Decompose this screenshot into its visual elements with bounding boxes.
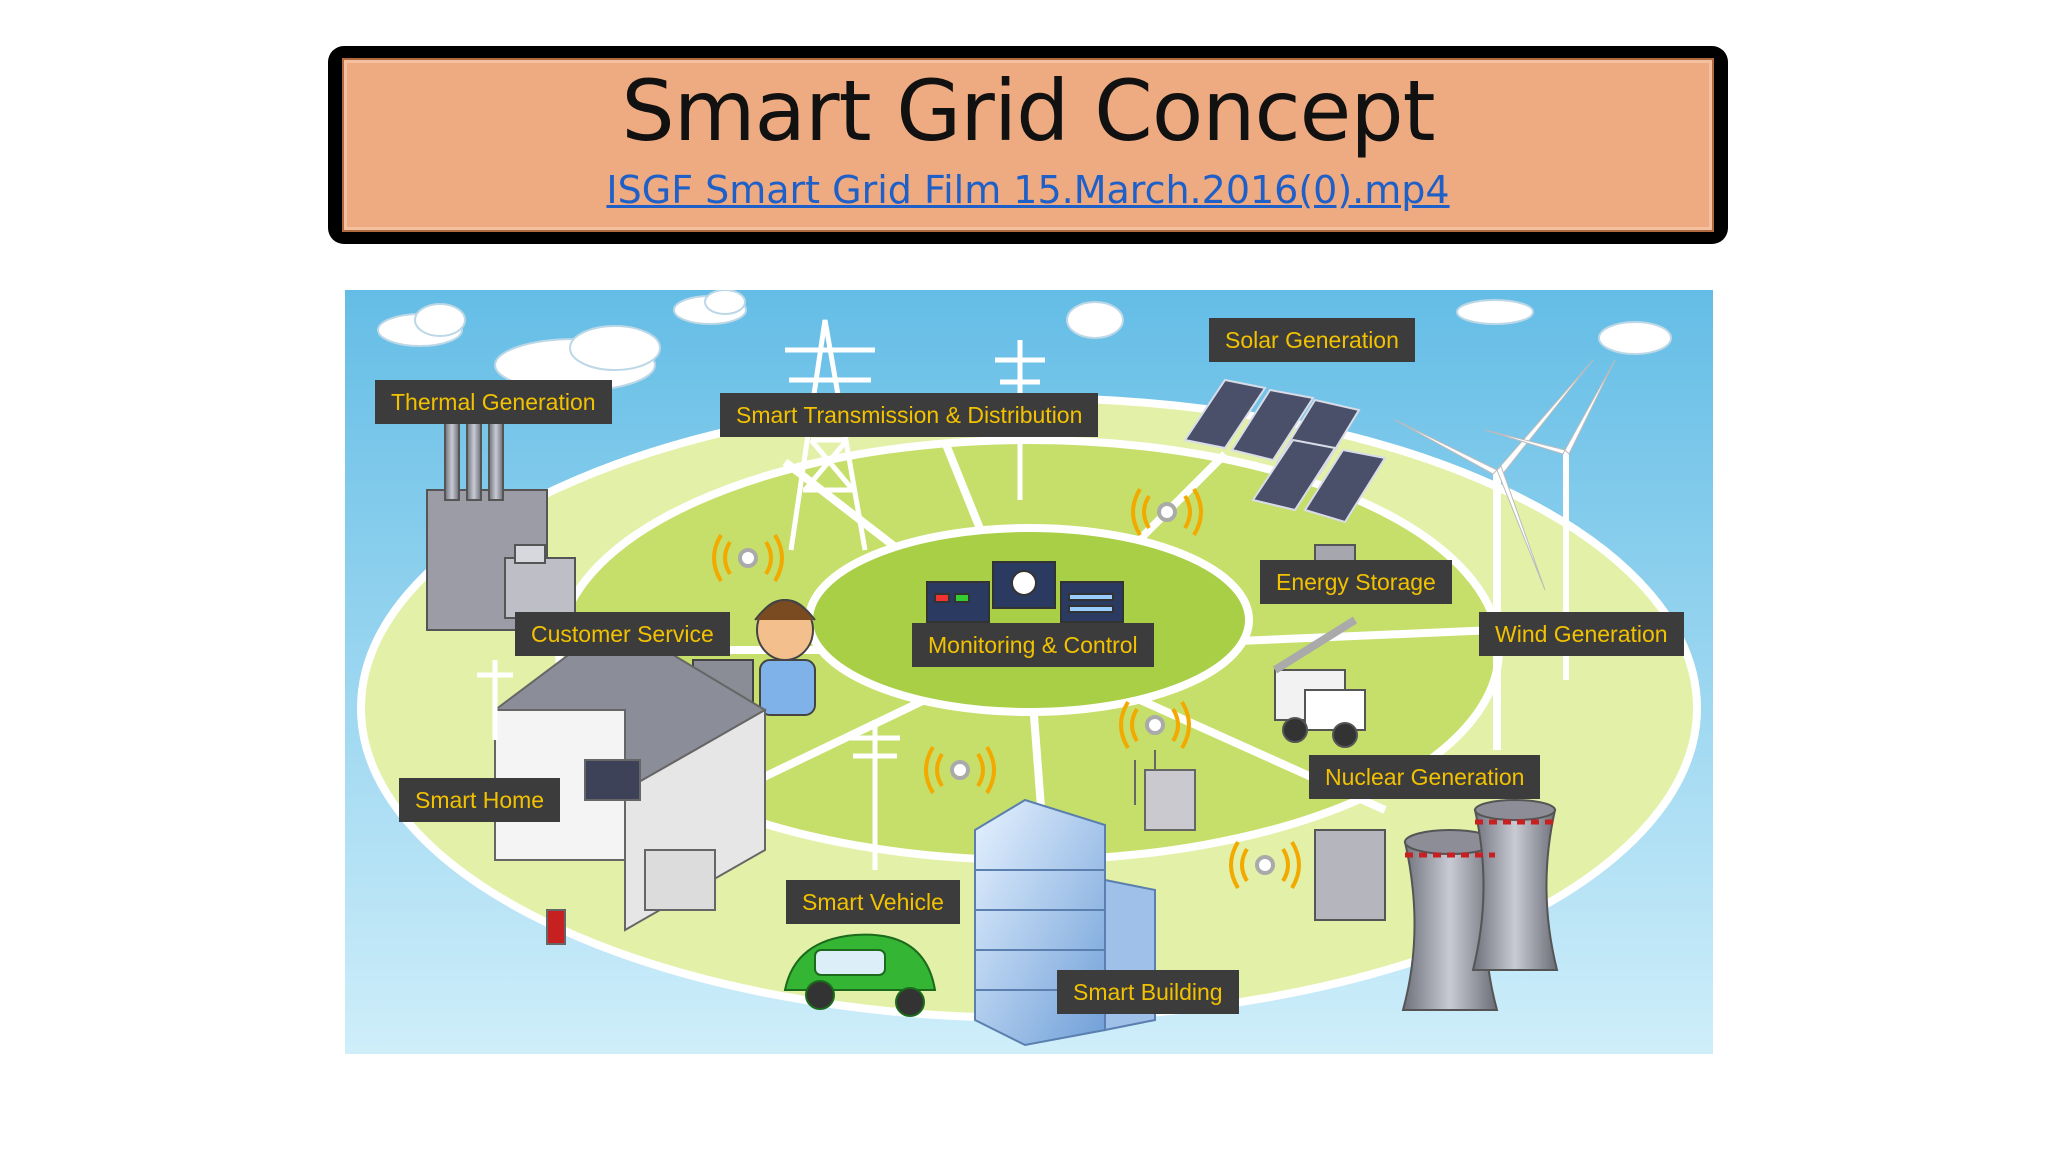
label-smart-building: Smart Building bbox=[1057, 970, 1239, 1014]
smart-grid-diagram: Thermal Generation Smart Transmission & … bbox=[345, 290, 1713, 1054]
transformer-icon bbox=[1134, 750, 1196, 831]
signal-icon-solar bbox=[1131, 487, 1203, 537]
transmission-tower-icon bbox=[785, 319, 875, 551]
clouds bbox=[377, 290, 1672, 392]
title-box bbox=[342, 58, 1714, 232]
wireless-signal-icons bbox=[712, 487, 1301, 890]
signal-icon-nuclear bbox=[1229, 840, 1301, 890]
label-wind-generation: Wind Generation bbox=[1479, 612, 1684, 656]
video-link[interactable]: ISGF Smart Grid Film 15.March.2016(0).mp… bbox=[606, 168, 1450, 212]
utility-pole-bottom-icon bbox=[477, 660, 900, 870]
label-customer-service: Customer Service bbox=[515, 612, 730, 656]
solar-panels-icon bbox=[1183, 378, 1387, 524]
label-smart-home: Smart Home bbox=[399, 778, 561, 822]
signal-icon-thermal bbox=[712, 533, 784, 583]
signal-icon-transformer bbox=[1119, 700, 1191, 750]
nuclear-cooling-towers-icon bbox=[1314, 799, 1559, 1011]
thermal-plant-icon bbox=[426, 419, 576, 631]
signal-icon-pole bbox=[924, 745, 996, 795]
label-thermal-generation: Thermal Generation bbox=[375, 380, 612, 424]
slide-title: Smart Grid Concept bbox=[621, 62, 1435, 160]
smart-home-icon bbox=[493, 618, 767, 945]
wind-turbines-icon bbox=[1394, 359, 1616, 750]
label-nuclear-generation: Nuclear Generation bbox=[1309, 755, 1541, 799]
label-energy-storage: Energy Storage bbox=[1260, 560, 1452, 604]
monitor-screens-icon bbox=[926, 561, 1124, 623]
label-smart-vehicle: Smart Vehicle bbox=[786, 880, 960, 924]
label-solar-generation: Solar Generation bbox=[1209, 318, 1415, 362]
smart-grid-illustration bbox=[345, 290, 1713, 1054]
label-smart-transmission: Smart Transmission & Distribution bbox=[720, 393, 1099, 437]
electric-car-icon bbox=[783, 933, 937, 1017]
label-monitoring-control: Monitoring & Control bbox=[912, 623, 1154, 667]
center-oval bbox=[805, 524, 1253, 716]
